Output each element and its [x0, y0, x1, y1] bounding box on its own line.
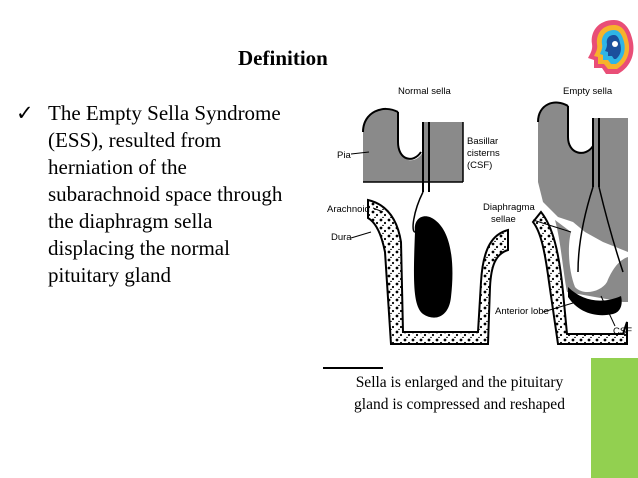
- empty-sella-illustration: [531, 101, 628, 345]
- logo-icon: [584, 16, 638, 76]
- label-pia: Pia: [337, 150, 351, 161]
- caption-divider: [323, 367, 383, 369]
- label-anterior-lobe: Anterior lobe: [495, 306, 549, 317]
- normal-sella-illustration: [362, 107, 509, 345]
- label-empty-sella: Empty sella: [563, 86, 613, 97]
- label-dura: Dura: [331, 232, 352, 243]
- caption-line-2: gland is compressed and reshaped: [354, 396, 565, 413]
- label-arachnoid: Arachnoid: [327, 204, 370, 215]
- figure-caption: Sella is enlarged and the pituitary glan…: [332, 372, 587, 416]
- bullet-item: ✓ The Empty Sella Syndrome (ESS), result…: [16, 100, 323, 289]
- label-diaphragma-1: Diaphragma: [483, 202, 535, 213]
- label-diaphragma-2: sellae: [491, 214, 516, 225]
- label-normal-sella: Normal sella: [398, 86, 452, 97]
- label-basillar-3: (CSF): [467, 160, 492, 171]
- caption-line-1: Sella is enlarged and the pituitary: [355, 374, 564, 391]
- sella-diagram: Normal sella Empty sella Pia Arachnoid D…: [323, 82, 633, 367]
- checkmark-icon: ✓: [16, 101, 34, 125]
- label-csf: CSF: [613, 326, 632, 337]
- label-basillar-2: cisterns: [467, 148, 500, 159]
- slide-title: Definition: [238, 46, 328, 70]
- bullet-text: The Empty Sella Syndrome (ESS), resulted…: [48, 101, 283, 287]
- accent-bar: [591, 358, 638, 478]
- label-basillar-1: Basillar: [467, 136, 498, 147]
